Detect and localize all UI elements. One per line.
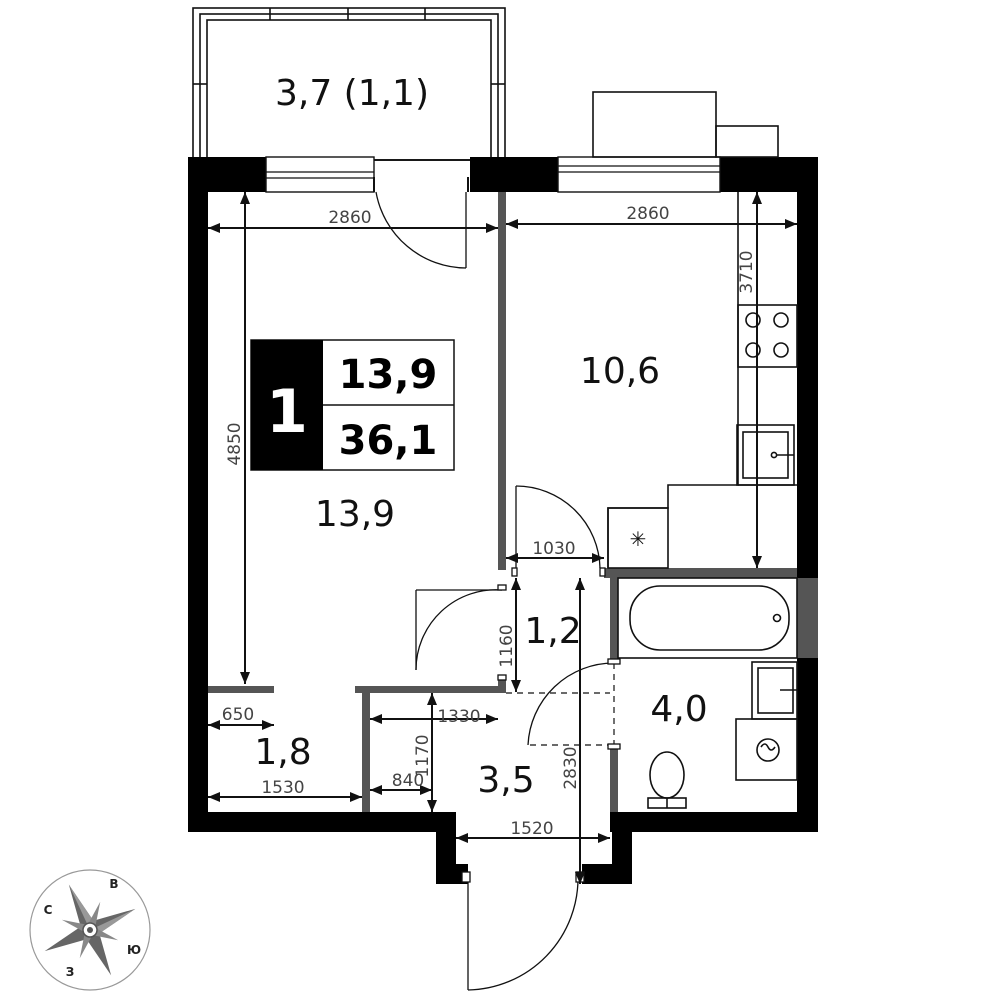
room-entry-label: 3,5 xyxy=(477,760,534,801)
washing-machine-icon xyxy=(735,718,798,781)
svg-text:✳: ✳ xyxy=(630,527,647,551)
dim-kitchen-width: 2860 xyxy=(626,204,669,224)
stove-icon xyxy=(737,304,798,368)
kitchen-sink-icon xyxy=(736,424,795,486)
toilet-icon xyxy=(647,751,687,809)
kitchen-door xyxy=(511,485,606,577)
room-bathroom-label: 4,0 xyxy=(650,689,707,730)
outer-walls xyxy=(188,157,818,884)
fridge-icon: ✳ xyxy=(607,507,669,569)
dim-niche-width: 840 xyxy=(392,771,424,791)
bathtub-icon xyxy=(617,577,798,659)
badge-total-area: 36,1 xyxy=(339,418,438,464)
dim-corridor-height: 1170 xyxy=(413,734,433,777)
living-door xyxy=(415,584,507,681)
compass-east: В xyxy=(109,877,118,891)
dim-living-width: 2860 xyxy=(328,208,371,228)
compass-south: Ю xyxy=(127,943,141,957)
bathroom-sink-icon xyxy=(751,661,798,720)
dimension-lines xyxy=(208,192,797,884)
exterior-ac-unit xyxy=(592,91,779,158)
dim-kitchen-length: 3710 xyxy=(737,250,757,293)
badge-rooms-count: 1 xyxy=(266,377,308,447)
dim-living-length: 4850 xyxy=(225,422,245,465)
room-kitchen-label: 10,6 xyxy=(580,351,660,392)
bathroom-door xyxy=(506,658,621,750)
living-window xyxy=(265,156,375,193)
room-storage-label: 1,8 xyxy=(254,732,311,773)
partitions xyxy=(208,192,818,812)
room-living-label: 13,9 xyxy=(315,494,395,535)
compass-west: З xyxy=(66,965,75,979)
area-badge: 1 13,9 36,1 xyxy=(250,339,455,471)
dim-closet-depth: 650 xyxy=(222,705,254,725)
compass-rose-icon: С В Ю З xyxy=(29,869,151,991)
kitchen-window xyxy=(557,156,721,193)
dim-closet-width: 1530 xyxy=(261,778,304,798)
room-hall-label: 1,2 xyxy=(524,611,581,652)
badge-living-area: 13,9 xyxy=(339,352,438,398)
compass-north: С xyxy=(44,903,53,917)
room-balcony-label: 3,7 (1,1) xyxy=(275,73,429,114)
entrance-door xyxy=(461,871,585,991)
dim-corridor-width: 1330 xyxy=(437,707,480,727)
balcony-door xyxy=(373,177,469,269)
dim-entry-width: 1520 xyxy=(510,819,553,839)
dim-hall-length: 1160 xyxy=(497,624,517,667)
dim-hall-door: 1030 xyxy=(532,539,575,559)
dim-entry-length: 2830 xyxy=(561,746,581,789)
